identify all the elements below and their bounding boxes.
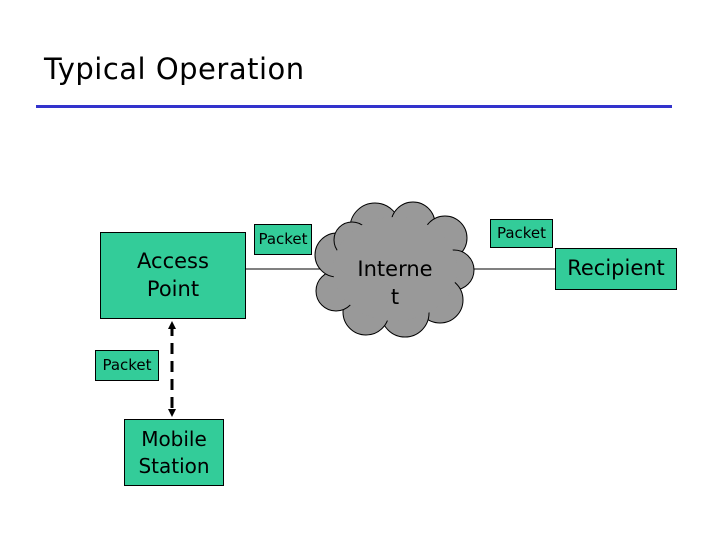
internet-cloud (314, 201, 475, 338)
packet-wireless: Packet (95, 350, 159, 381)
recipient-box: Recipient (555, 248, 677, 290)
mobile-station-box: Mobile Station (124, 419, 224, 486)
title-underline (36, 105, 672, 108)
access-point-label: Access Point (137, 248, 209, 301)
slide-title: Typical Operation (44, 52, 305, 86)
recipient-label: Recipient (567, 256, 665, 281)
packet-internet-to-recipient: Packet (490, 219, 553, 248)
access-point-box: Access Point (100, 232, 246, 319)
mobile-station-label: Mobile Station (138, 427, 210, 478)
packet-ap-to-internet: Packet (254, 224, 312, 255)
internet-label: Interne t (357, 257, 433, 310)
